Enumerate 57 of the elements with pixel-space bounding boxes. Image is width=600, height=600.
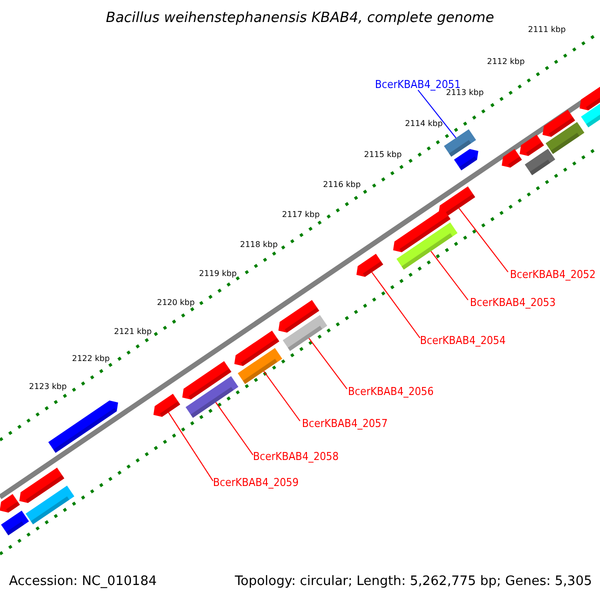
gene-block <box>48 400 118 453</box>
tick-label: 2111 kbp <box>528 26 566 34</box>
gene-block <box>524 148 556 176</box>
gene-block <box>356 254 384 277</box>
gene-block <box>444 129 476 157</box>
accession-text: Accession: NC_010184 <box>9 575 157 588</box>
gene-label: BcerKBAB4_2058 <box>253 451 339 462</box>
leader-line <box>308 338 348 390</box>
gene-block <box>502 149 522 168</box>
gene-label: BcerKBAB4_2056 <box>348 386 434 397</box>
gene-block <box>581 102 600 128</box>
tick-label: 2113 kbp <box>446 89 484 97</box>
tick-label: 2123 kbp <box>29 383 67 391</box>
leader-line <box>168 412 214 482</box>
leader-line <box>263 370 300 422</box>
gene-block <box>546 122 584 154</box>
tick-label: 2115 kbp <box>364 151 402 159</box>
gene-block <box>282 314 328 352</box>
gene-label: BcerKBAB4_2054 <box>420 335 506 346</box>
leader-line <box>215 402 254 456</box>
gene-block <box>186 376 238 418</box>
leader-line <box>458 208 508 272</box>
gene-block <box>26 486 74 524</box>
gene-block <box>438 186 476 216</box>
gene-block <box>234 330 280 366</box>
gene-block <box>454 148 478 170</box>
genome-summary-text: Topology: circular; Length: 5,262,775 bp; Genes: 5,305 <box>234 575 592 588</box>
gene-label: BcerKBAB4_2053 <box>470 297 556 308</box>
tick-label: 2118 kbp <box>240 241 278 249</box>
gene-block <box>580 86 600 110</box>
gene-block <box>153 394 180 417</box>
leader-line <box>430 250 468 300</box>
gene-block <box>182 361 232 400</box>
gene-block <box>393 208 451 252</box>
gene-block <box>396 222 458 270</box>
gene-label: BcerKBAB4_2057 <box>302 418 388 429</box>
diagram-title: Bacillus weihenstephanensis KBAB4, complete genome <box>104 11 496 25</box>
leader-line <box>371 272 420 338</box>
tick-label: 2120 kbp <box>157 299 195 307</box>
gene-label: BcerKBAB4_2051 <box>375 79 461 90</box>
gene-block <box>19 468 64 504</box>
leader-line <box>418 90 456 138</box>
gene-block <box>278 300 320 333</box>
gene-block <box>1 510 29 536</box>
tick-label: 2114 kbp <box>405 120 443 128</box>
gene-block <box>238 348 282 384</box>
tick-label: 2119 kbp <box>199 270 237 278</box>
gene-block <box>520 134 544 156</box>
tick-label: 2116 kbp <box>323 181 361 189</box>
tick-label: 2121 kbp <box>114 328 152 336</box>
gene-label: BcerKBAB4_2052 <box>510 269 596 280</box>
tick-label: 2117 kbp <box>282 211 320 219</box>
gene-label: BcerKBAB4_2059 <box>213 477 299 488</box>
gene-block <box>0 494 20 513</box>
gene-block <box>542 110 576 137</box>
tick-label: 2122 kbp <box>72 355 110 363</box>
tick-label: 2112 kbp <box>487 58 525 66</box>
